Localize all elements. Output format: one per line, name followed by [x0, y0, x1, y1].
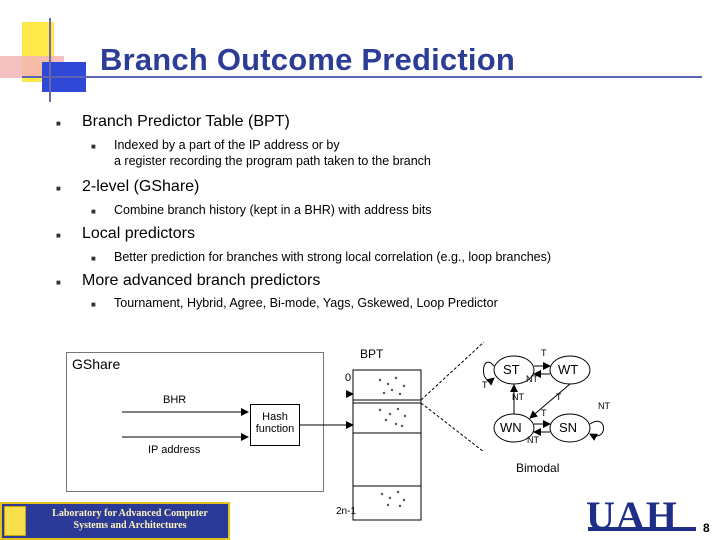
state-st: ST	[503, 362, 520, 377]
bullet-1: Branch Predictor Table (BPT)	[82, 113, 290, 130]
edge-label-nt: NT	[512, 392, 524, 402]
bpt-label: BPT	[360, 347, 384, 361]
sub-bullet-4-1: Tournament, Hybrid, Agree, Bi-mode, Yags…	[114, 296, 498, 310]
lab-name: Laboratory for Advanced Computer Systems…	[52, 508, 208, 531]
slide-title: Branch Outcome Prediction	[100, 42, 515, 77]
sub-bullet-marker-icon: ■	[91, 254, 96, 263]
hash-function-label: Hash function	[255, 411, 295, 435]
edge-label-nt: NT	[598, 401, 610, 411]
index-0-pointer-icon	[346, 390, 354, 398]
state-wn: WN	[500, 420, 522, 435]
sub-bullet-marker-icon: ■	[91, 300, 96, 309]
bullet-marker-icon: ■	[56, 231, 61, 240]
title-underline	[22, 76, 702, 78]
bullet-marker-icon: ■	[56, 119, 61, 128]
lab-logo-icon	[4, 506, 26, 536]
edge-label-t: T	[541, 408, 547, 418]
bpt-index-last: 2n-1	[336, 506, 357, 517]
gshare-label: GShare	[72, 356, 121, 372]
bpt-index-first: 0	[345, 372, 352, 384]
state-sn: SN	[559, 420, 578, 435]
bimodal-label: Bimodal	[516, 461, 560, 475]
edge-label-nt: NT	[527, 435, 539, 445]
sub-bullet-3-1: Better prediction for branches with stro…	[114, 250, 552, 264]
edge-label-t: T	[556, 392, 562, 402]
bullet-4: More advanced branch predictors	[82, 272, 321, 289]
bullet-2: 2-level (GShare)	[82, 178, 200, 195]
edge-label-t: T	[541, 348, 547, 358]
sub-bullet-2-1: Combine branch history (kept in a BHR) w…	[114, 203, 432, 217]
gshare-diagram-box	[66, 352, 324, 492]
bullet-marker-icon: ■	[56, 184, 61, 193]
sub-bullet-1-1: Indexed by a part of the IP address or b…	[114, 138, 431, 168]
bpt-table	[352, 369, 422, 521]
university-logo: UAH	[586, 493, 678, 538]
state-wt: WT	[558, 362, 579, 377]
bpt-to-bimodal-lines	[420, 341, 485, 453]
sub-bullet-marker-icon: ■	[91, 207, 96, 216]
bullet-3: Local predictors	[82, 225, 195, 242]
edge-label-nt: NT	[526, 374, 538, 384]
page-number: 8	[703, 521, 710, 535]
bullet-marker-icon: ■	[56, 278, 61, 287]
edge-label-t: T	[482, 380, 488, 390]
corner-decoration-line	[49, 18, 51, 102]
sub-bullet-marker-icon: ■	[91, 142, 96, 151]
lab-banner	[0, 502, 230, 540]
bhr-label: BHR	[163, 394, 187, 406]
ip-address-label: IP address	[148, 444, 201, 456]
hash-function-box	[250, 404, 300, 446]
